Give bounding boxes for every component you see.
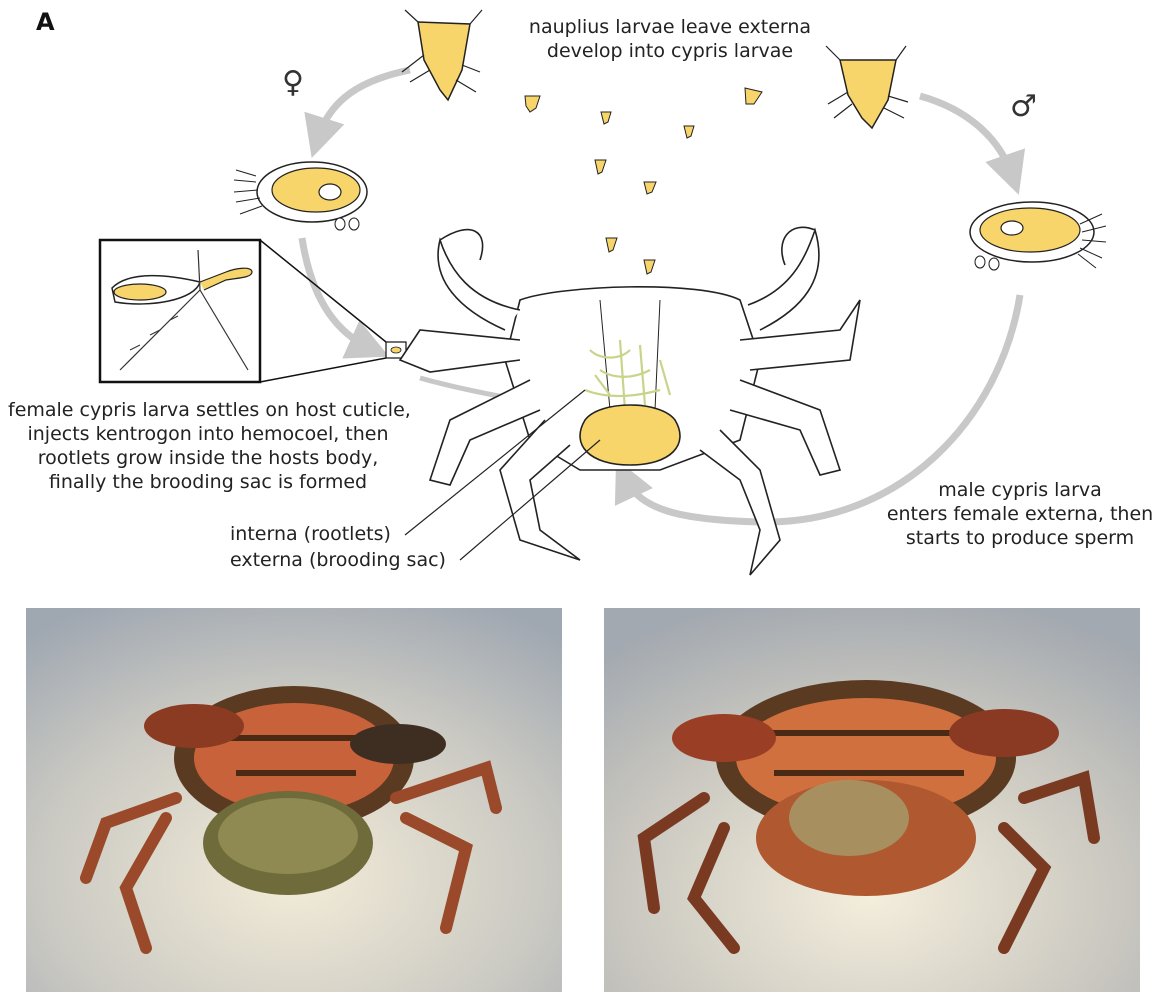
externa-label: externa (brooding sac) <box>230 548 446 572</box>
male-cypris-caption-line-2: enters female externa, then <box>880 502 1160 526</box>
female-cypris-caption-line-4: finally the brooding sac is formed <box>8 470 408 494</box>
male-symbol: ♂ <box>1010 92 1037 122</box>
male-cypris-caption-line-1: male cypris larva <box>880 478 1160 502</box>
arrow-nauplius-to-male <box>920 96 1012 175</box>
small-larvae <box>525 88 762 274</box>
nauplius-caption: nauplius larvae leave externa develop in… <box>520 15 820 63</box>
nauplius-caption-line-2: develop into cypris larvae <box>520 39 820 63</box>
male-cypris-caption-line-3: starts to produce sperm <box>880 526 1160 550</box>
arrow-female-to-host <box>302 238 370 348</box>
photo-crab-with-rootlets <box>604 608 1140 992</box>
arrow-nauplius-to-female <box>318 70 410 138</box>
female-cypris-caption-line-3: rootlets grow inside the hosts body, <box>8 446 408 470</box>
externa-brooding-sac <box>580 405 680 465</box>
photo-crab-with-externa <box>26 608 562 992</box>
female-cypris-caption-line-1: female cypris larva settles on host cuti… <box>8 398 408 422</box>
inset-kentrogon <box>100 240 406 382</box>
female-cypris-caption-line-2: injects kentrogon into hemocoel, then <box>8 422 408 446</box>
nauplius-caption-line-1: nauplius larvae leave externa <box>520 15 820 39</box>
interna-label: interna (rootlets) <box>230 522 391 546</box>
female-cypris-larva <box>234 162 367 230</box>
female-cypris-caption: female cypris larva settles on host cuti… <box>8 398 408 494</box>
male-cypris-caption: male cypris larva enters female externa,… <box>880 478 1160 550</box>
female-symbol: ♀ <box>282 68 304 98</box>
nauplius-larva-left <box>402 10 482 100</box>
nauplius-larva-right <box>826 46 908 128</box>
male-cypris-larva <box>970 202 1106 270</box>
